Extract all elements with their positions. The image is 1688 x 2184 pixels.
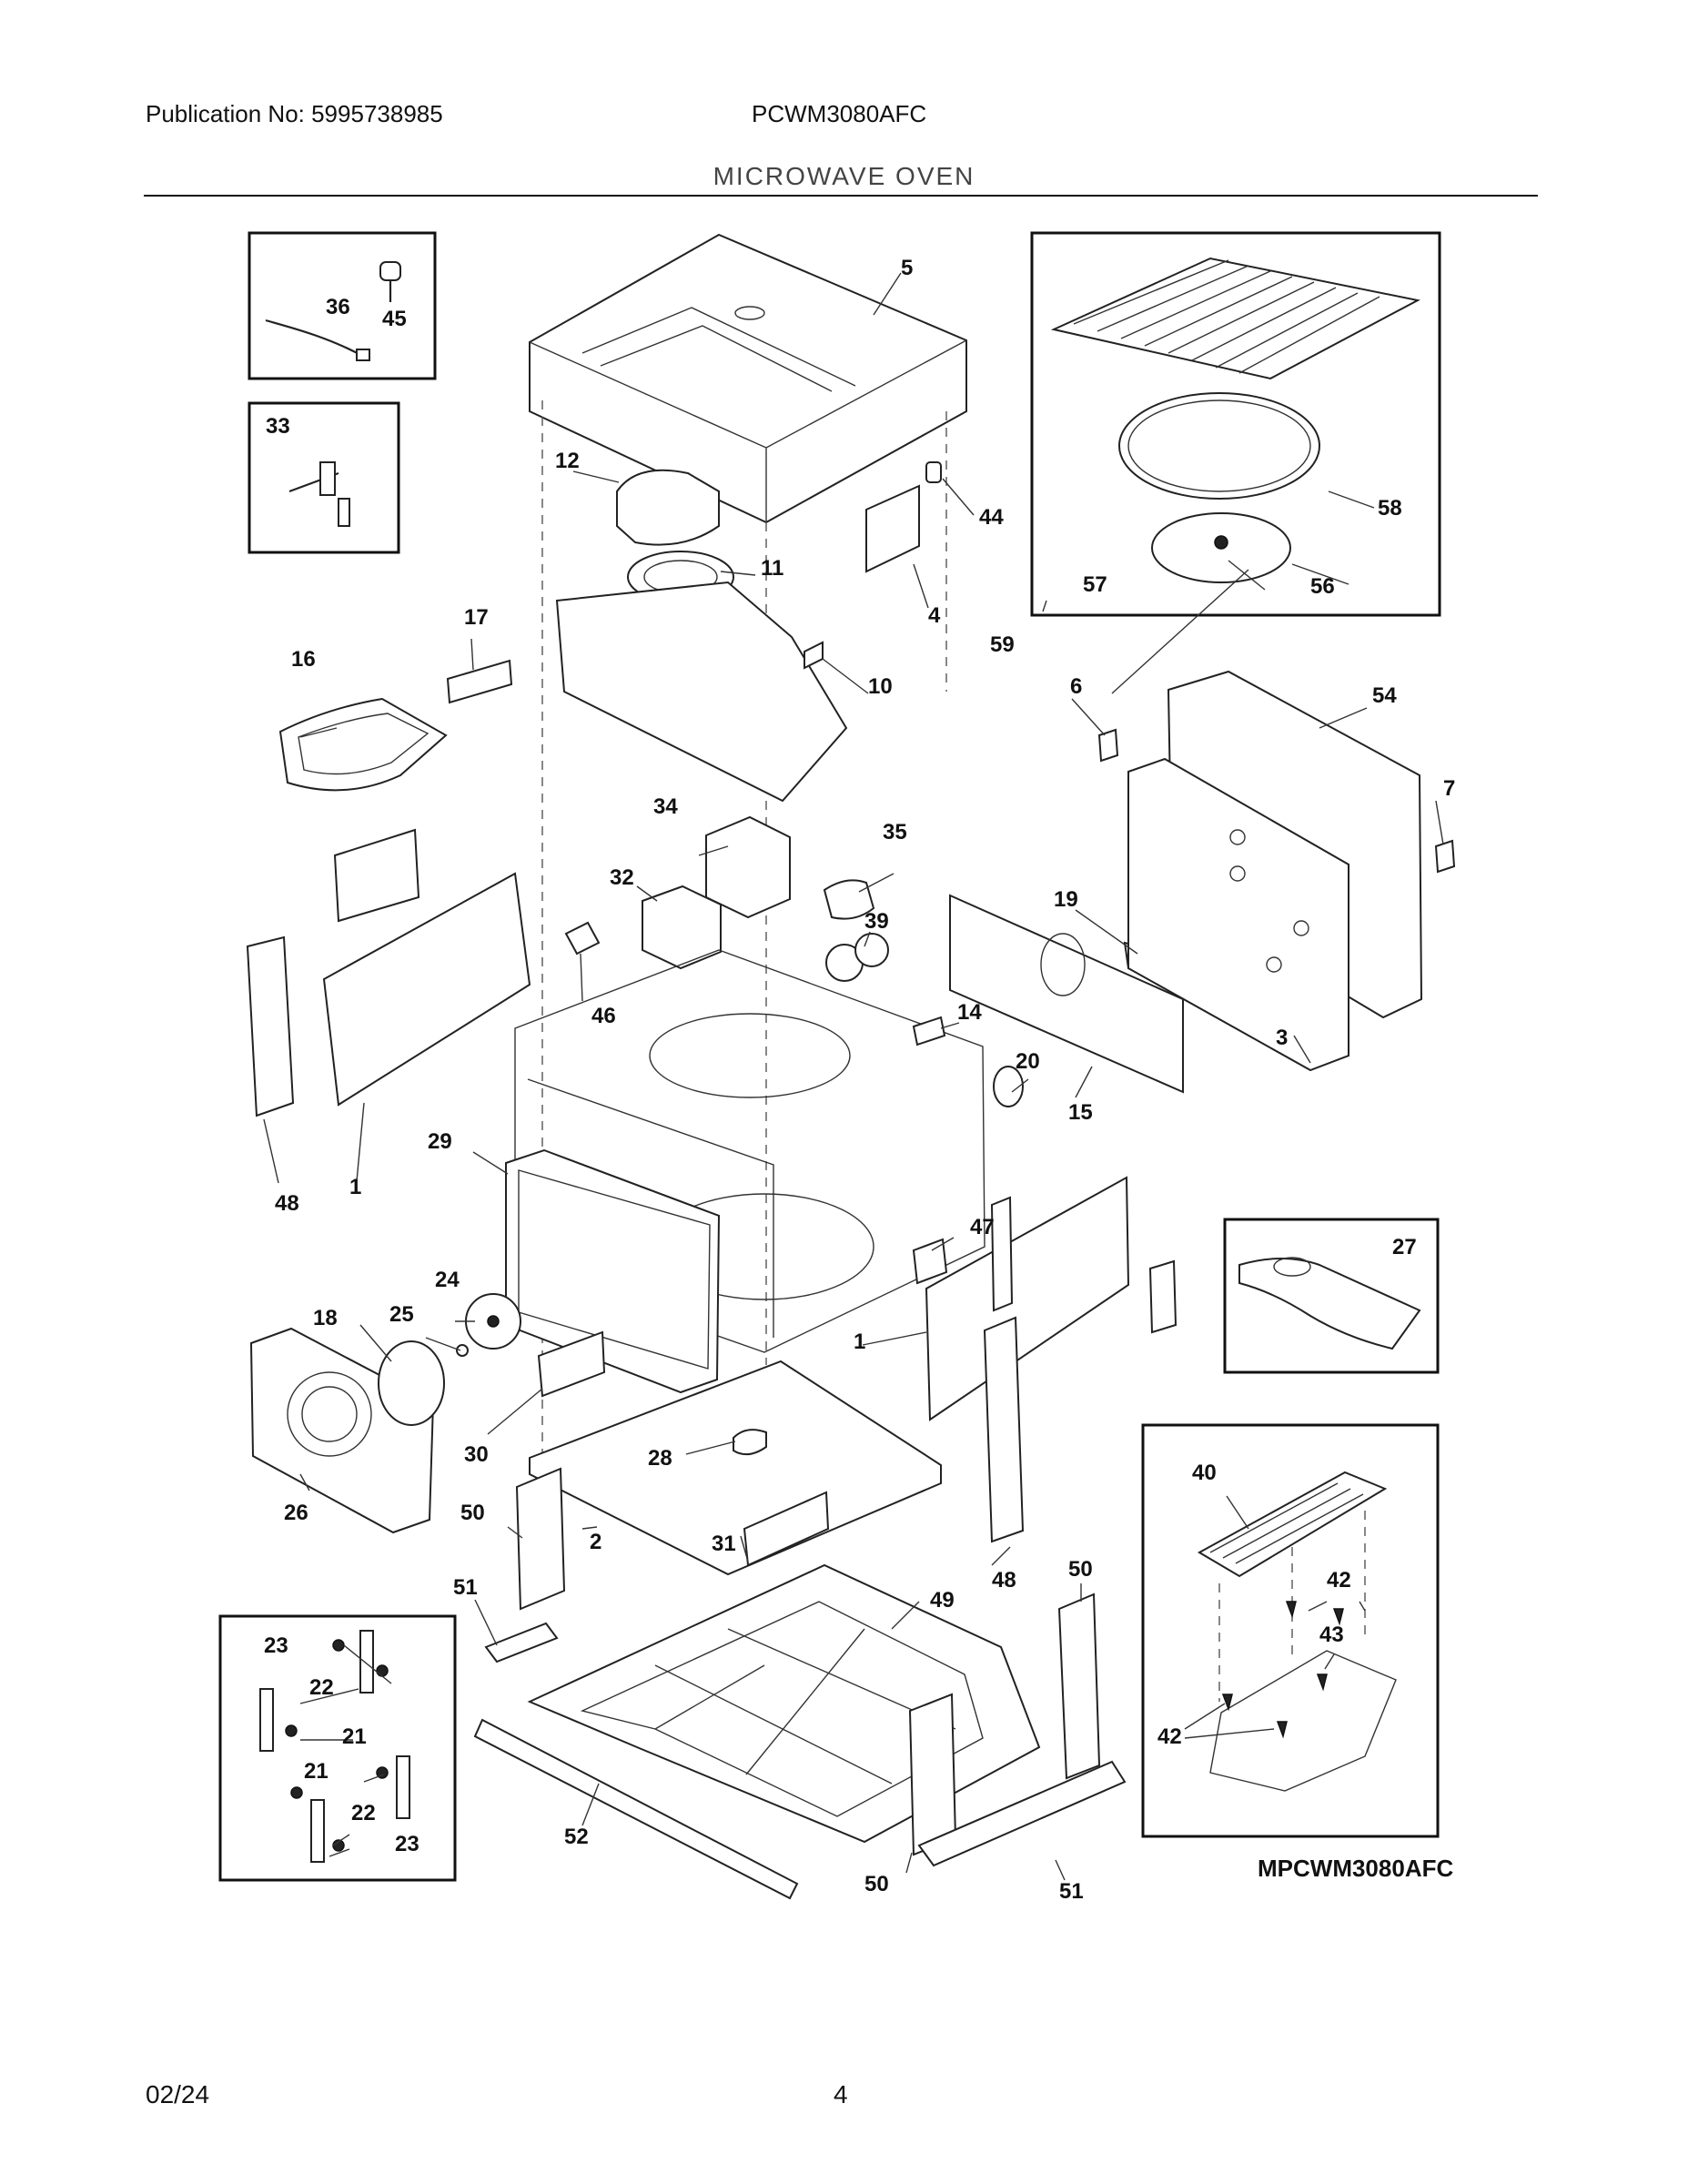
- callout-50-left: 50: [460, 1501, 485, 1525]
- callout-23-bottom: 23: [395, 1832, 419, 1856]
- callout-59: 59: [990, 632, 1015, 657]
- transformer: [705, 815, 791, 919]
- callout-48-left: 48: [275, 1191, 299, 1216]
- model-number: PCWM3080AFC: [752, 100, 927, 127]
- rail-51-right: [917, 1760, 1127, 1867]
- inset-thermistor-box: [248, 231, 437, 380]
- air-duct: [555, 581, 848, 803]
- inset-control-board-box: [1141, 1423, 1440, 1838]
- callout-26: 26: [284, 1501, 308, 1525]
- callout-49: 49: [930, 1588, 955, 1613]
- callout-19: 19: [1054, 887, 1078, 912]
- callout-47: 47: [970, 1215, 995, 1239]
- back-panel: [1127, 757, 1349, 1072]
- callout-1-right: 1: [854, 1330, 865, 1354]
- footer-date: 02/24: [146, 2080, 210, 2108]
- callout-32: 32: [610, 865, 634, 890]
- inset-sensor-box: [248, 401, 400, 554]
- foot-50-right: [1057, 1592, 1101, 1780]
- callout-24: 24: [435, 1268, 460, 1292]
- inset-gasket-box: [1223, 1218, 1440, 1374]
- callout-20: 20: [1016, 1049, 1040, 1074]
- callout-57: 57: [1083, 572, 1107, 597]
- callout-56: 56: [1310, 574, 1335, 599]
- callout-1-left: 1: [349, 1175, 361, 1199]
- callout-33: 33: [266, 414, 290, 439]
- publication-number: Publication No: 5995738985: [146, 100, 443, 127]
- callout-45: 45: [382, 307, 407, 331]
- inset-rack-box: [1030, 231, 1441, 617]
- callout-labels: 5 36 45 33 12 44 11 4 10 58 57 56 59 17 …: [264, 256, 1455, 1904]
- heater-element: [278, 697, 448, 792]
- callout-35: 35: [883, 820, 907, 844]
- side-panel-right: [925, 1176, 1130, 1421]
- top-cover: [529, 233, 967, 524]
- callout-51-right: 51: [1059, 1879, 1084, 1904]
- callout-44: 44: [979, 505, 1004, 530]
- callout-31: 31: [712, 1532, 736, 1556]
- header-rule: [144, 195, 1538, 197]
- callout-30: 30: [464, 1442, 489, 1467]
- callout-29: 29: [428, 1129, 452, 1154]
- convection-heater: [378, 1340, 445, 1426]
- callout-17: 17: [464, 605, 489, 630]
- callout-16: 16: [291, 647, 316, 672]
- callout-11: 11: [761, 556, 783, 581]
- callout-36: 36: [326, 295, 350, 319]
- callout-42-bottom: 42: [1157, 1724, 1182, 1749]
- callout-40: 40: [1192, 1461, 1217, 1485]
- side-panel-left: [322, 872, 531, 1107]
- callout-42-top: 42: [1327, 1568, 1351, 1592]
- callout-39: 39: [864, 909, 889, 934]
- callout-46: 46: [591, 1004, 616, 1028]
- callout-54: 54: [1372, 683, 1397, 708]
- callout-2: 2: [590, 1530, 601, 1554]
- callout-58: 58: [1378, 496, 1402, 521]
- side-bracket-left: [246, 935, 295, 1117]
- callout-52: 52: [564, 1825, 589, 1849]
- blower-motor: [616, 469, 734, 603]
- callout-25: 25: [389, 1302, 414, 1327]
- section-title: MICROWAVE OVEN: [713, 162, 975, 190]
- callout-7: 7: [1443, 776, 1455, 801]
- callout-15: 15: [1068, 1100, 1093, 1125]
- callout-51-left: 51: [453, 1575, 478, 1600]
- callout-28: 28: [648, 1446, 672, 1471]
- callout-27: 27: [1392, 1235, 1417, 1259]
- callout-21-top: 21: [342, 1724, 367, 1749]
- foot-50-left: [515, 1467, 566, 1611]
- callout-12: 12: [555, 449, 580, 473]
- page-number: 4: [834, 2080, 848, 2108]
- callout-5: 5: [901, 256, 913, 280]
- callout-6: 6: [1070, 674, 1082, 699]
- callout-50-front: 50: [864, 1872, 889, 1896]
- callout-23-top: 23: [264, 1633, 288, 1658]
- callout-3: 3: [1276, 1026, 1288, 1050]
- callout-18: 18: [313, 1306, 338, 1330]
- callout-21-bottom: 21: [304, 1759, 329, 1784]
- callout-43: 43: [1319, 1623, 1344, 1647]
- callout-22-bottom: 22: [351, 1801, 376, 1825]
- magnetron: [642, 885, 722, 970]
- callout-10: 10: [868, 674, 893, 699]
- foot-50-front: [908, 1693, 957, 1856]
- callout-50-right: 50: [1068, 1557, 1093, 1582]
- side-bracket-right: [983, 1316, 1025, 1543]
- callout-14: 14: [957, 1000, 982, 1025]
- callout-34: 34: [653, 794, 678, 819]
- rail-52: [473, 1718, 799, 1900]
- rail-51-left: [484, 1622, 559, 1663]
- callout-22-top: 22: [309, 1675, 334, 1700]
- callout-4: 4: [928, 603, 941, 628]
- bottom-plate: [529, 1360, 942, 1576]
- control-panel: [949, 894, 1184, 1094]
- bracket-4: [865, 484, 920, 573]
- diagram-code: MPCWM3080AFC: [1258, 1855, 1454, 1882]
- callout-48-right: 48: [992, 1568, 1016, 1592]
- inset-hinge-box: [218, 1614, 457, 1882]
